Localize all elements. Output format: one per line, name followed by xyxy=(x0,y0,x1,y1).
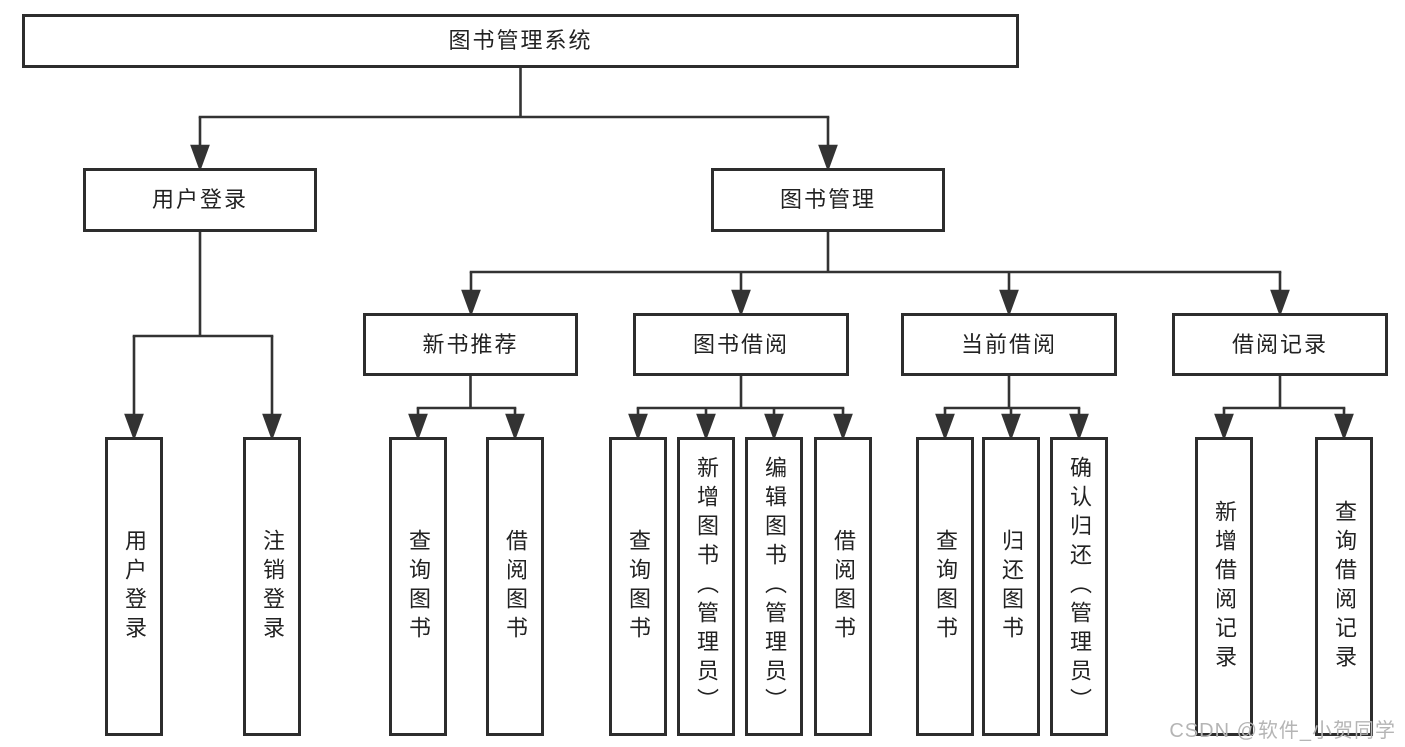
node-book-management: 图书管理 xyxy=(711,168,945,232)
node-label: 确认归还（管理员） xyxy=(1067,456,1092,717)
connector-new-book-recommend-branch xyxy=(408,376,525,441)
connector-book-management-branch xyxy=(461,232,1290,317)
node-borrowing-records: 借阅记录 xyxy=(1172,313,1388,376)
connector-root-branch xyxy=(190,68,838,172)
node-label: 注销登录 xyxy=(260,528,285,645)
connector-current-borrowing-branch xyxy=(935,376,1089,441)
node-label: 查询图书 xyxy=(933,528,958,645)
node-label: 用户登录 xyxy=(151,187,248,212)
node-label: 新增借阅记录 xyxy=(1212,499,1237,674)
leaf-query-borrow-record: 查询借阅记录 xyxy=(1315,437,1373,736)
node-current-borrowing: 当前借阅 xyxy=(901,313,1117,376)
node-user-login: 用户登录 xyxy=(83,168,317,232)
connector-borrowing-records-branch xyxy=(1214,376,1354,441)
leaf-logout: 注销登录 xyxy=(243,437,301,736)
leaf-add-borrow-record: 新增借阅记录 xyxy=(1195,437,1253,736)
node-label: 新书推荐 xyxy=(422,331,519,357)
leaf-borrow-books-borrowing: 借阅图书 xyxy=(814,437,872,736)
node-label: 查询图书 xyxy=(406,528,431,645)
leaf-borrow-books-recommend: 借阅图书 xyxy=(486,437,544,736)
csdn-watermark: CSDN @软件_小贺同学 xyxy=(1169,720,1396,742)
node-library-management-system: 图书管理系统 xyxy=(22,14,1019,68)
node-label: 借阅图书 xyxy=(503,528,528,645)
node-label: 查询图书 xyxy=(626,528,651,645)
node-label: 编辑图书（管理员） xyxy=(762,456,787,717)
connector-book-borrowing-branch xyxy=(628,376,853,441)
leaf-return-book: 归还图书 xyxy=(982,437,1040,736)
leaf-user-login: 用户登录 xyxy=(105,437,163,736)
node-label: 借阅记录 xyxy=(1231,331,1328,357)
node-label: 图书借阅 xyxy=(692,331,789,357)
node-book-borrowing: 图书借阅 xyxy=(633,313,849,376)
node-new-book-recommend: 新书推荐 xyxy=(363,313,578,376)
node-label: 归还图书 xyxy=(999,528,1024,645)
leaf-edit-book-admin: 编辑图书（管理员） xyxy=(745,437,803,736)
node-label: 查询借阅记录 xyxy=(1332,499,1357,674)
node-label: 当前借阅 xyxy=(960,331,1057,357)
connector-user-login-branch xyxy=(124,232,282,441)
leaf-confirm-return-admin: 确认归还（管理员） xyxy=(1050,437,1108,736)
node-label: 图书管理系统 xyxy=(448,28,593,53)
leaf-add-book-admin: 新增图书（管理员） xyxy=(677,437,735,736)
node-label: 新增图书（管理员） xyxy=(694,456,719,717)
leaf-query-books-borrowing: 查询图书 xyxy=(609,437,667,736)
leaf-query-books-current: 查询图书 xyxy=(916,437,974,736)
node-label: 图书管理 xyxy=(779,187,876,212)
node-label: 借阅图书 xyxy=(831,528,856,645)
leaf-query-books-recommend: 查询图书 xyxy=(389,437,447,736)
node-label: 用户登录 xyxy=(122,528,147,645)
